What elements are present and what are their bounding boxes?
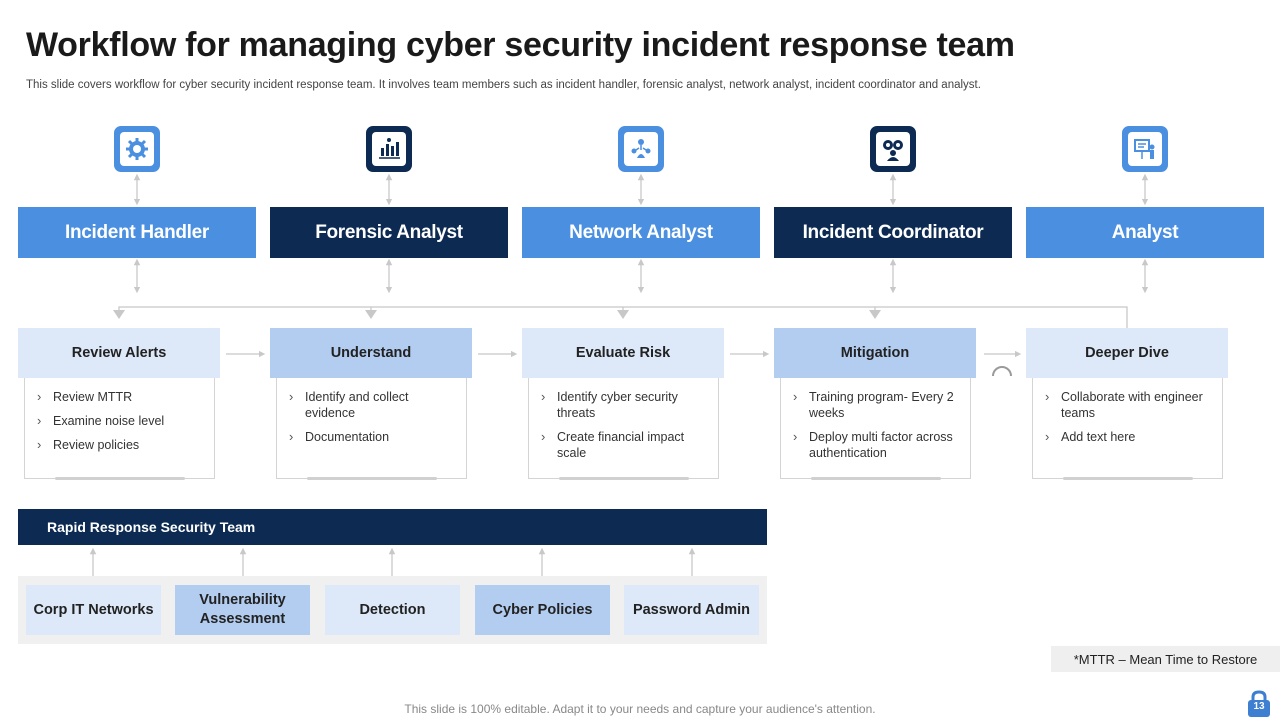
gear-shield-icon <box>114 126 160 172</box>
step-mitigation: Mitigation <box>774 328 976 378</box>
step-evaluate-risk: Evaluate Risk <box>522 328 724 378</box>
list-item: Review MTTR <box>37 389 208 405</box>
step-card-understand: Identify and collect evidence Documentat… <box>276 378 467 480</box>
network-people-icon <box>618 126 664 172</box>
step-understand: Understand <box>270 328 472 378</box>
list-item: Identify and collect evidence <box>289 389 460 421</box>
page-number: 13 <box>1253 701 1265 712</box>
list-item: Review policies <box>37 437 208 453</box>
presentation-board-icon <box>1122 126 1168 172</box>
list-item: Training program- Every 2 weeks <box>793 389 964 421</box>
list-item: Identify cyber security threats <box>541 389 712 421</box>
footer-text: This slide is 100% editable. Adapt it to… <box>404 702 876 716</box>
role-analyst: Analyst <box>1026 207 1264 258</box>
role-forensic-analyst: Forensic Analyst <box>270 207 508 258</box>
list-item: Deploy multi factor across authenticatio… <box>793 429 964 461</box>
page-subtitle: This slide covers workflow for cyber sec… <box>26 79 981 91</box>
team-chart-icon <box>366 126 412 172</box>
member-vulnerability-assessment: Vulnerability Assessment <box>175 585 310 635</box>
role-network-analyst: Network Analyst <box>522 207 760 258</box>
role-incident-coordinator: Incident Coordinator <box>774 207 1012 258</box>
member-detection: Detection <box>325 585 460 635</box>
step-card-deeper-dive: Collaborate with engineer teams Add text… <box>1032 378 1223 480</box>
list-item: Create financial impact scale <box>541 429 712 461</box>
rapid-response-title: Rapid Response Security Team <box>18 509 767 545</box>
member-corp-it-networks: Corp IT Networks <box>26 585 161 635</box>
list-item: Documentation <box>289 429 460 445</box>
step-card-evaluate-risk: Identify cyber security threats Create f… <box>528 378 719 480</box>
step-deeper-dive: Deeper Dive <box>1026 328 1228 378</box>
list-item: Examine noise level <box>37 413 208 429</box>
page-number-badge: 13 <box>1246 690 1272 718</box>
role-incident-handler: Incident Handler <box>18 207 256 258</box>
member-password-admin: Password Admin <box>624 585 759 635</box>
list-item: Add text here <box>1045 429 1216 445</box>
member-cyber-policies: Cyber Policies <box>475 585 610 635</box>
step-card-mitigation: Training program- Every 2 weeks Deploy m… <box>780 378 971 480</box>
lock-icon <box>1248 690 1270 717</box>
list-item: Collaborate with engineer teams <box>1045 389 1216 421</box>
step-card-review-alerts: Review MTTR Examine noise level Review p… <box>24 378 215 480</box>
coordination-gears-icon <box>870 126 916 172</box>
mttr-note: *MTTR – Mean Time to Restore <box>1051 646 1280 672</box>
page-title: Workflow for managing cyber security inc… <box>26 26 1015 64</box>
step-review-alerts: Review Alerts <box>18 328 220 378</box>
